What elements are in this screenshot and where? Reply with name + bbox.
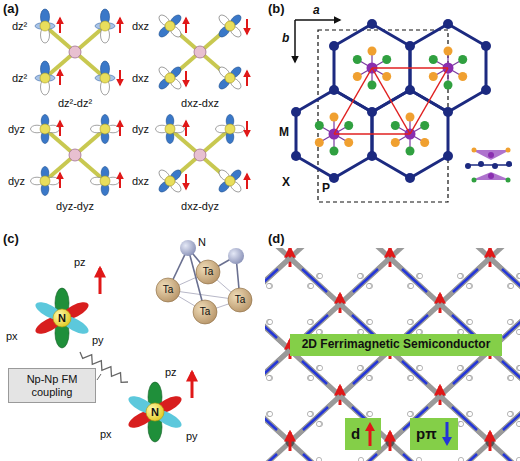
atom-label: Ta (200, 306, 211, 318)
n-orbital (33, 268, 100, 348)
orbital-label: dz² (12, 72, 27, 85)
atom-label: M (279, 126, 289, 140)
orbital-label: dyz (132, 123, 149, 136)
pair-caption: dxz-dyz (181, 200, 219, 213)
pair-caption: dxz-dxz (181, 97, 219, 110)
orbital-label: px (100, 428, 112, 441)
node-text: Np-Np FM coupling (14, 373, 90, 398)
lattice-vector: a (313, 4, 320, 18)
title-band: 2D Ferrimagnetic Semiconductor (290, 334, 502, 356)
atom-label: Ta (203, 266, 214, 278)
panel-letter: (c) (3, 232, 19, 247)
atom-label: P (322, 182, 330, 196)
orbital-label: dyz (8, 175, 25, 188)
ta-n-inset (156, 240, 252, 324)
side-view-inset (465, 148, 512, 183)
framework-lattice (265, 248, 520, 461)
orbital-label: dxz (132, 175, 149, 188)
spin-arrow (365, 422, 375, 446)
orbital-label: dxz (132, 20, 149, 33)
atom-label: Ta (235, 294, 246, 306)
spin-box: pπ (410, 418, 458, 450)
lattice-panel (291, 19, 512, 202)
arrow-shaft (369, 430, 372, 446)
pair-caption: dz²-dz² (58, 97, 92, 110)
p-orbital-panel (33, 240, 252, 442)
spin-box: d (345, 418, 381, 450)
orbital-label: px (6, 330, 18, 343)
orbital-label: py (92, 334, 104, 347)
pair-caption: dyz-dyz (56, 200, 94, 213)
orbital-label: py (186, 430, 198, 443)
arrow-head (442, 437, 452, 446)
orbital-label: dxz (132, 72, 149, 85)
atom-label: X (282, 176, 290, 190)
atom-label: N (58, 312, 66, 325)
atom-label: N (151, 406, 159, 419)
lattice-vectors (295, 20, 340, 62)
arrow-shaft (445, 422, 448, 438)
orbital-label: dyz (8, 123, 25, 136)
coupling-box: Np-Np FM coupling (8, 368, 96, 403)
atom-label: Ta (163, 284, 174, 296)
panel-letter: (a) (3, 2, 19, 17)
leader-line (97, 374, 101, 380)
spin-arrow (442, 422, 452, 446)
lattice-vector: b (282, 32, 289, 46)
orbital-label: pz (74, 256, 86, 269)
atom-label: N (198, 236, 206, 249)
node-text: pπ (416, 425, 437, 442)
panel-letter: (d) (268, 232, 285, 247)
node-text: 2D Ferrimagnetic Semiconductor (296, 338, 496, 352)
orbital-label: dz² (12, 20, 27, 33)
orbital-panel (31, 5, 251, 201)
n-orbital (126, 372, 192, 442)
panel-letter: (b) (268, 2, 285, 17)
arrow-head (365, 422, 375, 431)
node-text: d (351, 425, 360, 442)
orbital-label: pz (165, 366, 177, 379)
